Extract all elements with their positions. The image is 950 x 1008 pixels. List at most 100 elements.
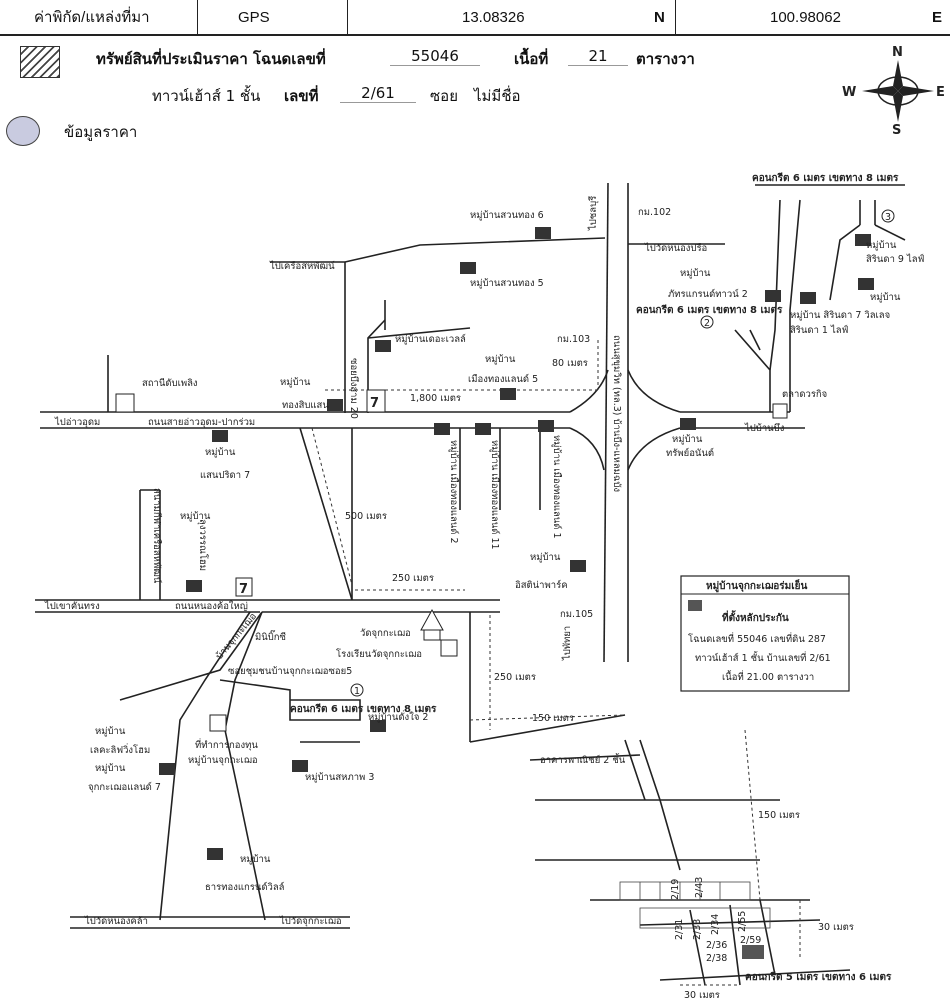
coord-source: GPS xyxy=(238,8,270,26)
lot-number: 2/31 xyxy=(674,919,685,940)
lot-number: 2/34 xyxy=(710,914,721,935)
km-marker: กม.103 xyxy=(557,334,590,345)
village-label: เมืองทองแลนด์ 5 xyxy=(468,373,538,385)
compass-n: N xyxy=(892,45,903,60)
village-label: หมู่บ้าน xyxy=(95,726,126,737)
legend-line: โฉนดเลขที่ 55046 เลขที่ดิน 287 xyxy=(688,632,826,645)
lot-number: 2/19 xyxy=(670,879,681,900)
landmark-label: สนามกีฬาเครือสหพัฒน์ xyxy=(151,488,163,584)
village-label: หมู่บ้าน xyxy=(485,354,516,365)
landmark-label: หมู่บ้านจุกกะเฌอ xyxy=(188,755,258,766)
village-label: เลคะลิฟวิ่งโฮม xyxy=(90,743,150,756)
lot-number: 2/36 xyxy=(706,940,727,951)
village-label: หมู่บ้าน xyxy=(205,447,236,458)
village-label: หมู่บ้านสหภาพ 3 xyxy=(305,772,374,783)
highway-label: ถนนสุขุมวิท (ทล.3) บ้านบึง-แหลมฉบัง xyxy=(611,335,622,492)
lot-number: 2/33 xyxy=(692,919,703,940)
house-number: 2/61 xyxy=(340,84,416,103)
village-label: หมู่บ้าน xyxy=(870,292,901,303)
distance-label: 30 เมตร xyxy=(684,990,720,1001)
legend-line: ทาวน์เฮ้าส์ 1 ชั้น บ้านเลขที่ 2/61 xyxy=(695,651,831,664)
landmark-label: วัดจุกกะเฌอ xyxy=(360,628,411,639)
km-marker: กม.105 xyxy=(560,609,593,620)
latitude-value: 13.08326 xyxy=(462,8,525,26)
price-data-label: ข้อมูลราคา xyxy=(64,123,138,141)
lot-grid xyxy=(619,881,771,929)
seven-eleven-icon xyxy=(366,389,386,413)
village-label: หมู่บ้าน xyxy=(180,511,211,522)
road-label: ถนนหนองค้อใหญ่ xyxy=(175,600,248,612)
road-label: คอนกรีต 5 เมตร เขตทาง 6 เมตร xyxy=(745,971,892,983)
direction-label: ไปเครือสหพัฒน์ xyxy=(269,260,335,272)
seven-eleven-icon xyxy=(235,577,253,597)
village-icons xyxy=(159,227,874,860)
distance-label: 250 เมตร xyxy=(494,672,536,683)
village-label: หมู่บ้าน xyxy=(240,854,271,865)
office-marker xyxy=(209,714,227,732)
area-label: เนื้อที่ xyxy=(514,50,549,68)
village-label: ธารทองแกรนด์วิลล์ xyxy=(205,881,285,893)
village-label: หมู่บ้าน xyxy=(672,434,703,445)
distance-label: 30 เมตร xyxy=(818,922,854,933)
village-label: ทองสิบแสน xyxy=(282,400,329,411)
road-label: ถนนสายอ่าวอุดม-ปากร่วม xyxy=(148,417,255,428)
lot-number: 2/55 xyxy=(737,911,748,932)
longitude-label: E xyxy=(932,8,943,26)
soi-value: ไม่มีชื่อ xyxy=(474,87,521,105)
lot-number: 2/38 xyxy=(706,953,727,964)
direction-label: ไปวัดหนองคล้า xyxy=(84,915,148,927)
coordinate-header: ค่าพิกัด/แหล่งที่มา GPS 13.08326 N 100.9… xyxy=(0,0,950,36)
village-label: หมู่บ้าน สิรินดา 7 วิลเลจ xyxy=(790,310,890,321)
village-label: อิสติน่าพาร์ค xyxy=(515,579,568,591)
village-label: หมู่บ้าน เมืองทองแลนด์ 2 xyxy=(448,440,460,544)
price-data-circle-icon xyxy=(6,116,40,146)
road-label: คอนกรีต 6 เมตร เขตทาง 8 เมตร xyxy=(752,172,899,184)
marker-2: 2 xyxy=(704,318,710,329)
property-type: ทาวน์เฮ้าส์ 1 ชั้น xyxy=(152,87,261,105)
village-label: หมู่บ้านเดอะเวลล์ xyxy=(395,333,466,345)
distance-label: 250 เมตร xyxy=(392,573,434,584)
hatch-legend-swatch xyxy=(20,46,60,78)
legend-title: หมู่บ้านจุกกะเฌอร่มเย็น xyxy=(706,578,808,593)
collateral-swatch xyxy=(688,600,702,611)
marker-3: 3 xyxy=(885,212,891,223)
lot-number: 2/59 xyxy=(740,935,761,946)
landmark-label: ที่ทำการกองทุน xyxy=(195,738,258,751)
legend-box xyxy=(680,575,850,692)
landmark-label: อาคารพาณิชย์ 2 ชั้น xyxy=(540,753,626,766)
distance-label: 500 เมตร xyxy=(345,511,387,522)
map-roads xyxy=(35,182,906,986)
landmark-label: สถานีดับเพลิง xyxy=(142,377,198,389)
village-label: ภัทรแกรนด์ทาวน์ 2 xyxy=(668,288,748,300)
direction-label: ไปอ่าวอุดม xyxy=(54,416,100,428)
direction-label: ไปเขาคันทรง xyxy=(44,600,100,612)
location-map: 7 7 3 2 1 คอนกรีต 6 เมตร เขตทาง 8 เมตร ก… xyxy=(35,172,925,1001)
fire-station-marker xyxy=(115,393,135,413)
compass-e: E xyxy=(936,85,945,100)
direction-label: ไปชลบุรี xyxy=(587,196,599,231)
village-label: หมู่บ้านดั่งใจ 2 xyxy=(368,710,428,723)
village-label: หมู่บ้านสวนทอง 5 xyxy=(470,278,544,289)
area-value: 21 xyxy=(568,47,628,66)
direction-label: ไปพัทยา xyxy=(561,626,573,661)
village-label: หมู่บ้าน xyxy=(280,377,311,388)
road-label: คอนกรีต 6 เมตร เขตทาง 8 เมตร xyxy=(290,703,437,715)
village-label: สิรินดา 1 ไลฟ์ xyxy=(790,324,849,336)
longitude-value: 100.98062 xyxy=(770,8,841,26)
direction-label: ไปวัดหนองปรือ xyxy=(644,242,707,254)
village-label: สิรินดา 9 ไลฟ์ xyxy=(866,253,925,265)
landmark-label: มินิบิ๊กซี xyxy=(255,629,287,643)
road-label: คอนกรีต 6 เมตร เขตทาง 8 เมตร xyxy=(636,304,783,316)
temple-icon xyxy=(420,608,444,631)
direction-label: ไปบ้านบึง xyxy=(744,422,784,434)
area-unit: ตารางวา xyxy=(636,50,695,68)
school-marker xyxy=(440,639,458,657)
distance-lines xyxy=(311,340,801,986)
distance-label: 150 เมตร xyxy=(758,810,800,821)
market-marker xyxy=(772,403,788,419)
road-label: ซอยชุมชนบ้านจุกกะเฌอซอย5 xyxy=(228,666,352,677)
village-label: หมู่บ้าน xyxy=(680,268,711,279)
landmark-label: ตลาดวรกิจ xyxy=(782,389,827,400)
coord-label: ค่าพิกัด/แหล่งที่มา xyxy=(34,9,150,26)
village-label: หมู่บ้านสวนทอง 6 xyxy=(470,210,544,221)
